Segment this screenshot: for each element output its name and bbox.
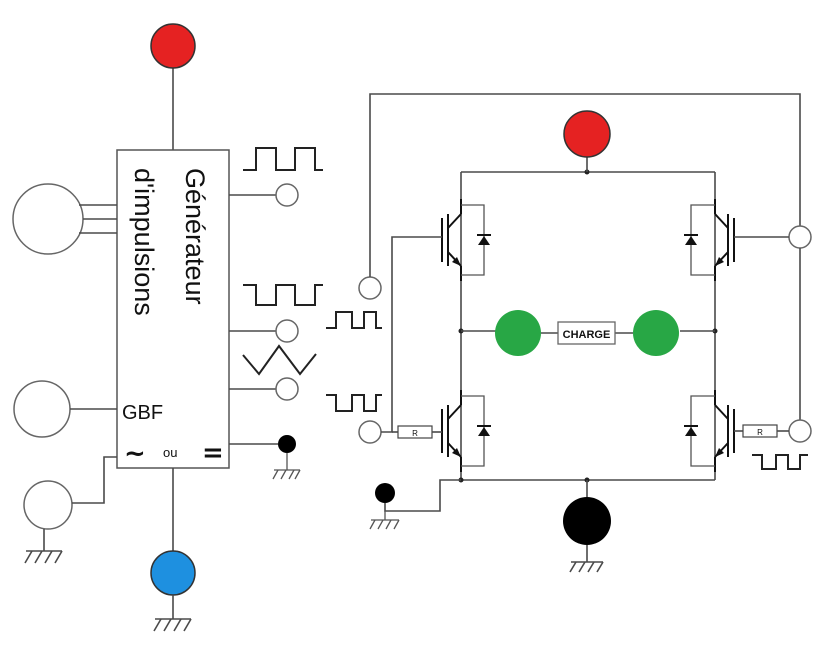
dc-symbol: = — [202, 438, 224, 468]
resistor-label-left: R — [412, 429, 418, 438]
output-socket-triangle[interactable] — [275, 377, 299, 401]
input-socket-bottom-right[interactable] — [788, 419, 812, 443]
generator-power-socket[interactable] — [12, 183, 84, 255]
output-socket-square[interactable] — [275, 183, 299, 207]
gbf-label: GBF — [122, 402, 163, 424]
square-wave-icon — [243, 147, 323, 171]
diode-icon — [684, 234, 698, 245]
ground-icon — [569, 545, 604, 573]
generator-title-line2: d'impulsions — [129, 168, 159, 316]
pulse-generator: Générateur d'impulsions GBF ~ ou = — [12, 23, 323, 632]
control-ground-terminal[interactable] — [375, 483, 395, 503]
load-label: CHARGE — [563, 329, 611, 341]
diode-icon — [477, 234, 491, 245]
output-socket-inverted[interactable] — [275, 319, 299, 343]
blue-terminal-bottom[interactable] — [150, 550, 196, 596]
inverted-square-wave-icon — [326, 394, 382, 412]
transistor-icon — [690, 199, 735, 281]
input-socket-top-left[interactable] — [358, 276, 382, 300]
ground-icon — [369, 511, 400, 530]
positive-terminal-bridge[interactable] — [563, 110, 611, 158]
square-wave-icon — [326, 311, 382, 329]
control-ground-wire — [384, 479, 461, 512]
input-socket-bottom-left[interactable] — [358, 420, 382, 444]
generator-ground-socket[interactable] — [23, 480, 73, 530]
ou-label: ou — [163, 445, 177, 460]
diode-icon — [477, 425, 491, 436]
ground-icon — [272, 453, 301, 480]
gbf-input-socket[interactable] — [13, 380, 71, 438]
diode-icon — [684, 425, 698, 436]
ground-icon — [24, 529, 63, 564]
ground-socket-wire — [72, 456, 117, 504]
ground-icon — [153, 595, 192, 632]
inverted-square-wave-icon — [752, 454, 808, 470]
transistor-icon — [441, 199, 485, 281]
inverted-square-wave-icon — [243, 284, 323, 306]
generator-title-line1: Générateur — [180, 168, 210, 305]
transistor-icon — [441, 390, 485, 472]
gate-wire-q1 — [381, 236, 442, 433]
load-box — [557, 321, 616, 345]
cross-gate-wire — [369, 93, 801, 277]
positive-terminal-top[interactable] — [150, 23, 196, 69]
transistor-icon — [690, 390, 735, 472]
triangle-wave-icon — [242, 344, 317, 376]
negative-terminal-bridge[interactable] — [563, 497, 611, 545]
input-socket-top-right[interactable] — [788, 225, 812, 249]
h-bridge: CHARGE — [326, 93, 812, 573]
ac-symbol: ~ — [124, 439, 146, 469]
load-terminal-left[interactable] — [495, 310, 541, 356]
resistor-label-right: R — [757, 428, 763, 437]
load-terminal-right[interactable] — [633, 310, 679, 356]
output-ground-terminal[interactable] — [278, 435, 296, 453]
